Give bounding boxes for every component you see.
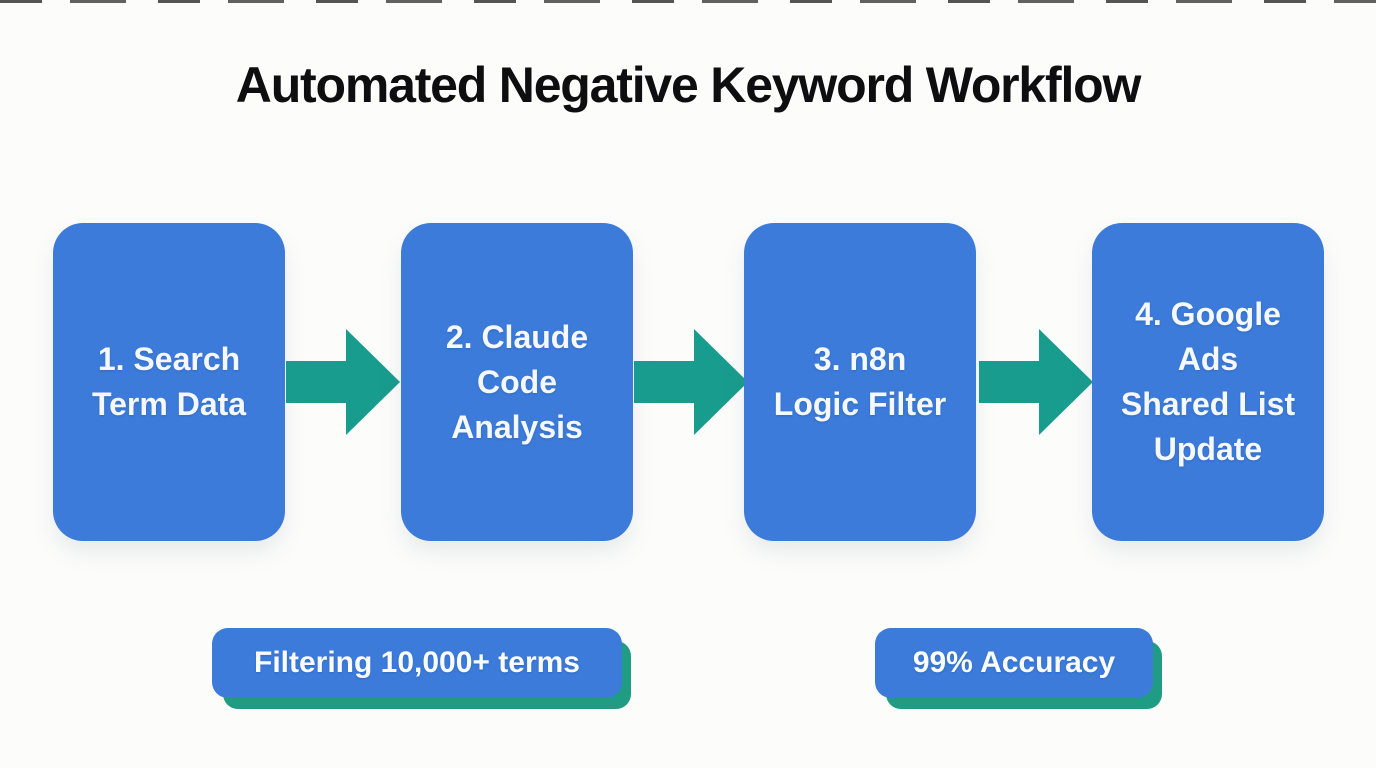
badge-label: Filtering 10,000+ terms	[254, 646, 580, 679]
arrow-shaft	[634, 361, 696, 403]
top-edge-artifact	[0, 0, 1376, 3]
workflow-step-n8n-logic-filter: 3. n8n Logic Filter	[744, 223, 976, 541]
badge-label: 99% Accuracy	[912, 646, 1116, 679]
step-label-line: 4. Google	[1135, 296, 1281, 332]
badge-filtering-terms: Filtering 10,000+ terms	[212, 628, 622, 698]
arrow-right-icon	[634, 329, 748, 435]
arrow-shaft	[286, 361, 348, 403]
step-label-line: Logic Filter	[773, 386, 947, 422]
step-label-line: Term Data	[91, 386, 247, 422]
step-label-line: Ads	[1177, 341, 1239, 377]
step-label-line: Shared List	[1120, 386, 1296, 422]
step-label-line: Analysis	[451, 408, 583, 445]
arrow-right-icon	[979, 329, 1093, 435]
workflow-step-claude-code-analysis: 2. Claude Code Analysis	[401, 223, 633, 541]
arrow-right-icon	[286, 329, 400, 435]
step-label-line: 1. Search	[97, 341, 241, 377]
step-label-line: 3. n8n	[813, 341, 907, 377]
badge-accuracy: 99% Accuracy	[875, 628, 1153, 698]
arrow-head	[694, 329, 748, 435]
step-label-line: Code	[477, 363, 557, 400]
arrow-shaft	[979, 361, 1041, 403]
arrow-head	[1039, 329, 1093, 435]
arrow-head	[346, 329, 400, 435]
workflow-step-search-term-data: 1. Search Term Data	[53, 223, 285, 541]
step-label-line: Update	[1153, 431, 1263, 467]
page-title: Automated Negative Keyword Workflow	[235, 57, 1142, 113]
workflow-step-google-ads-shared-list-update: 4. Google Ads Shared List Update	[1092, 223, 1324, 541]
step-label-line: 2. Claude	[445, 318, 589, 355]
